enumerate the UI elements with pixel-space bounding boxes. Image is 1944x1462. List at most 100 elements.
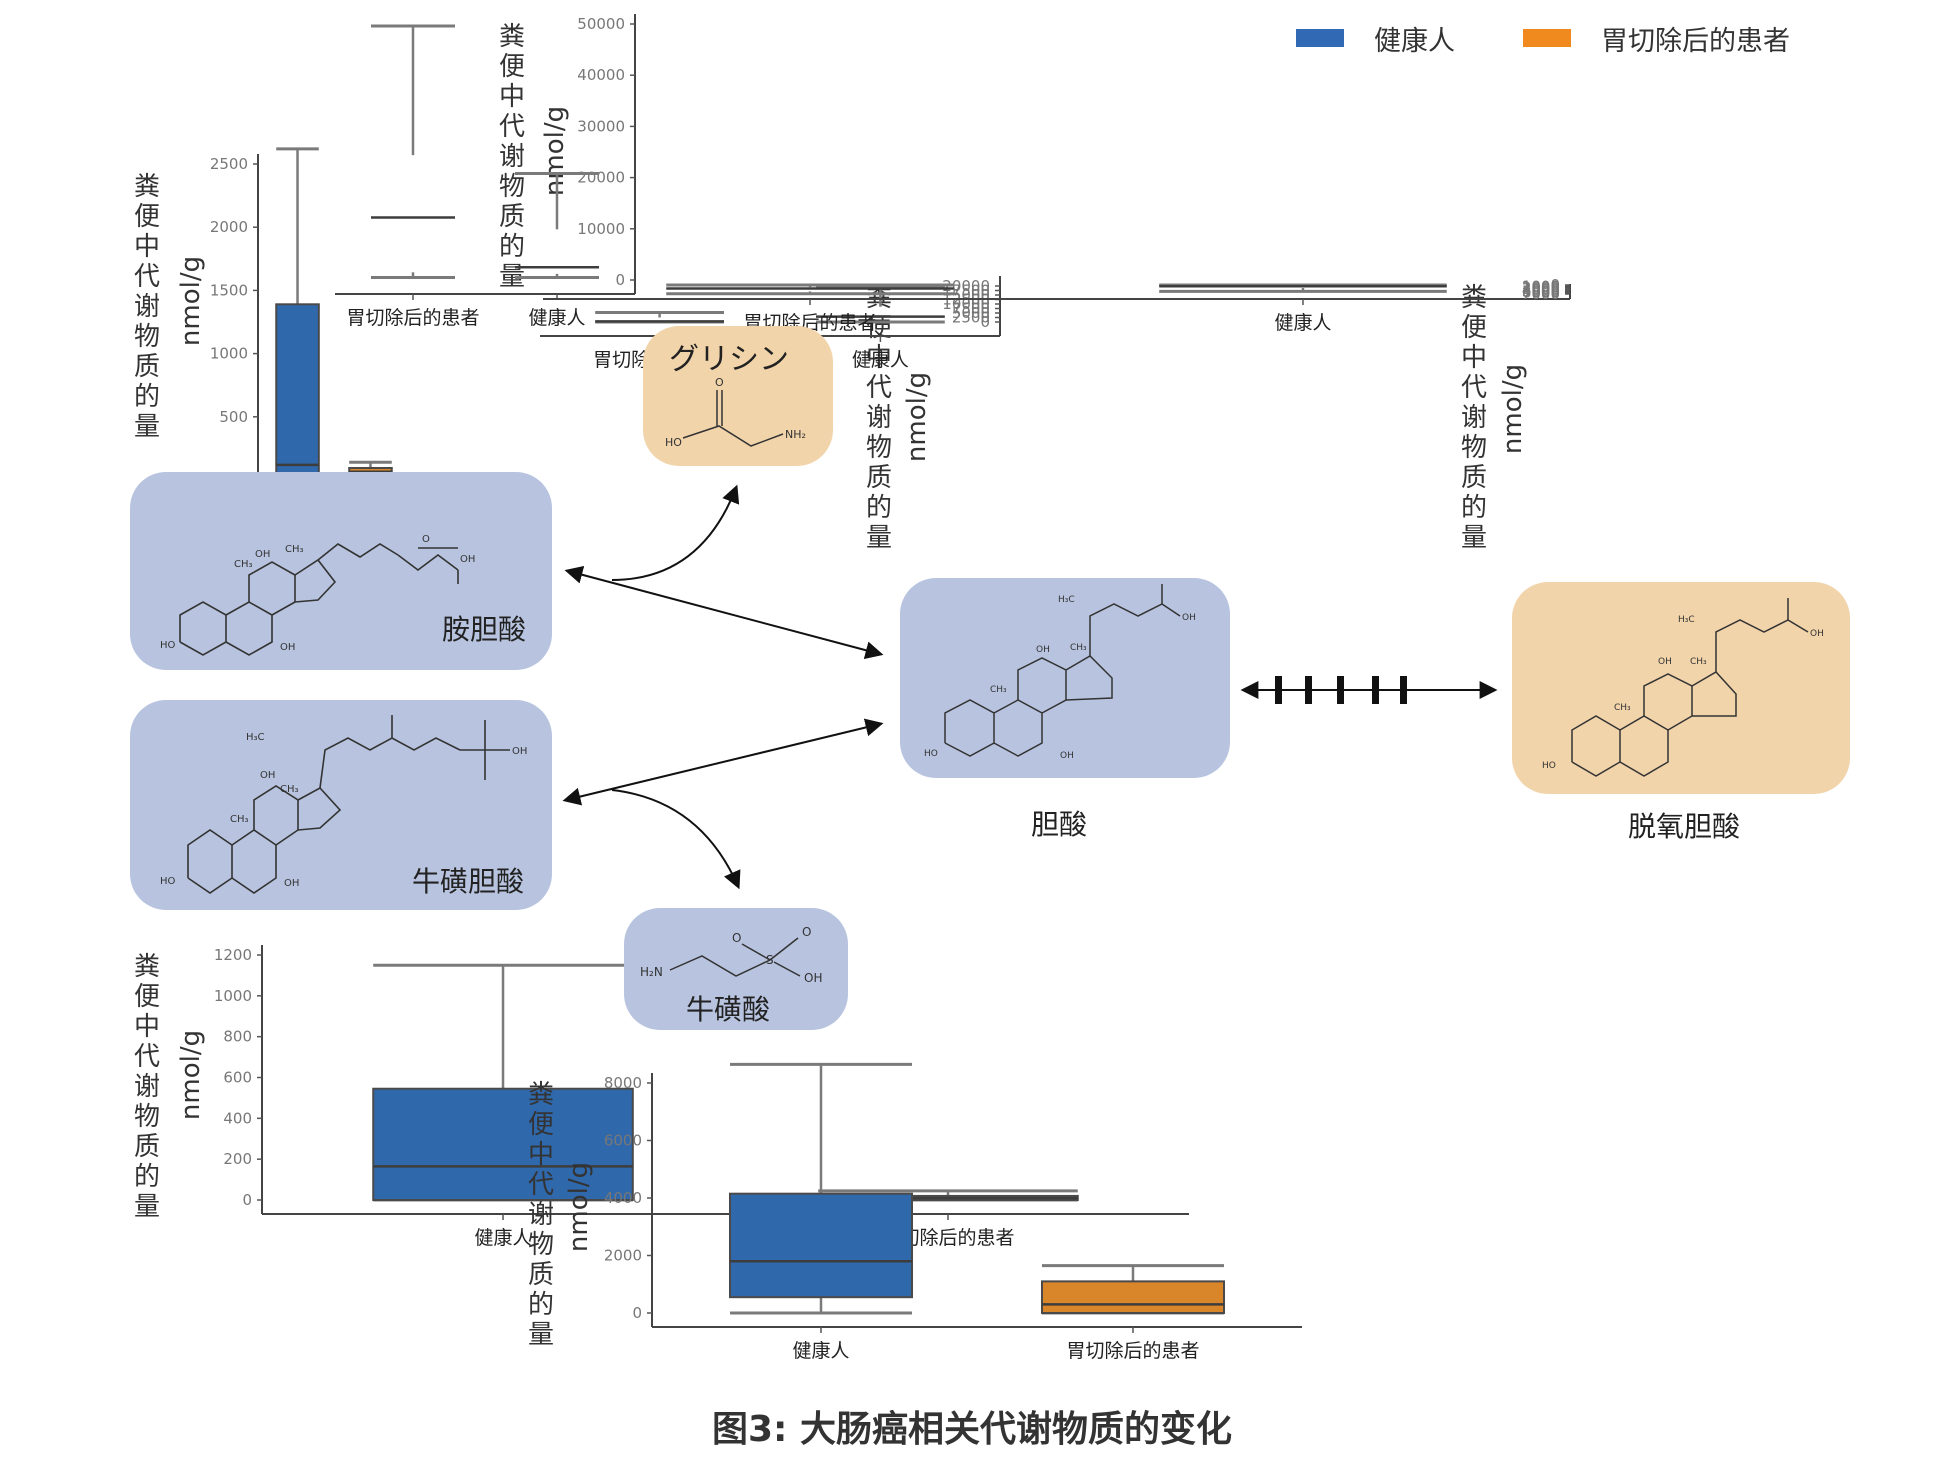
svg-text:CH₃: CH₃: [1070, 643, 1087, 653]
x-tick-label: 健康人: [1274, 312, 1331, 334]
y-title-deoxycholic: 粪便中代谢物质的量: [1460, 283, 1487, 553]
y-tick-label: 1000: [1522, 277, 1560, 295]
y-tick-label: 4000: [1522, 281, 1560, 299]
y-tick-label: 2000: [1522, 279, 1560, 297]
y-tick-label: 2000: [604, 1247, 642, 1265]
arrow-glycocholic-cholic: [564, 566, 884, 659]
x-tick-label: 健康人: [528, 307, 585, 329]
svg-text:O: O: [422, 534, 430, 545]
svg-text:OH: OH: [1658, 657, 1672, 667]
y-tick-label: 10000: [577, 220, 625, 238]
svg-text:H₃C: H₃C: [1058, 595, 1075, 605]
svg-text:OH: OH: [1810, 629, 1824, 639]
molecule-name-cholic: 胆酸: [1031, 808, 1088, 841]
legend-item-patient: 胃切除后的患者: [1523, 19, 1790, 58]
molecule-glycocholic-panel: HO OH OH O OH CH₃ CH₃ 胺胆酸: [130, 472, 552, 670]
svg-text:HO: HO: [665, 436, 682, 449]
y-title-glycocholic: 粪便中代谢物质的量: [133, 172, 160, 442]
svg-text:S: S: [766, 953, 774, 967]
arrow-to-taurine: [611, 789, 741, 890]
y-tick-label: 0: [615, 271, 625, 289]
y-tick-label: 1500: [210, 281, 248, 299]
svg-text:OH: OH: [260, 770, 275, 781]
y-tick-label: 5000: [952, 304, 990, 322]
y-tick-label: 0: [980, 313, 990, 331]
glycocholic-structure-icon: HO OH OH O OH CH₃ CH₃: [160, 534, 475, 656]
y-tick-label: 0: [1550, 276, 1560, 294]
y-tick-label: 2500: [210, 155, 248, 173]
y-tick-label: 200: [223, 1150, 252, 1168]
y-tick-label: 1200: [214, 946, 252, 964]
svg-text:OH: OH: [255, 549, 270, 560]
molecule-name-deoxycholic: 脱氧胆酸: [1628, 810, 1741, 843]
legend-label-patient: 胃切除后的患者: [1601, 25, 1790, 57]
svg-text:H₃C: H₃C: [1678, 615, 1695, 625]
y-tick-label: 17500: [942, 282, 990, 300]
figure-caption: 图3: 大肠癌相关代谢物质的变化: [712, 1409, 1232, 1450]
svg-text:HO: HO: [160, 876, 176, 887]
svg-text:CH₃: CH₃: [285, 544, 304, 555]
svg-text:OH: OH: [804, 971, 822, 985]
y-tick-label: 0: [632, 1304, 642, 1322]
y-tick-label: 1000: [214, 987, 252, 1005]
deoxycholic-structure-icon: HO OH OH CH₃ CH₃ H₃C: [1542, 598, 1824, 777]
x-tick-label: 胃切除后的患者: [1066, 1340, 1199, 1362]
x-tick-label: 健康人: [792, 1340, 849, 1362]
molecule-name-taurocholic: 牛磺胆酸: [412, 865, 525, 898]
svg-text:OH: OH: [284, 878, 299, 889]
y-tick-label: 2000: [210, 218, 248, 236]
svg-text:O: O: [732, 931, 741, 945]
svg-text:CH₃: CH₃: [230, 814, 249, 825]
svg-text:HO: HO: [1542, 761, 1556, 771]
y-tick-label: 1000: [210, 345, 248, 363]
y-tick-label: 50000: [577, 15, 625, 33]
box-healthy: [729, 1192, 913, 1299]
svg-text:NH₂: NH₂: [785, 428, 806, 441]
svg-text:CH₃: CH₃: [1690, 657, 1707, 667]
y-tick-label: 500: [219, 408, 248, 426]
x-tick-label: 胃切除后的患者: [881, 1227, 1014, 1249]
legend-label-healthy: 健康人: [1374, 25, 1455, 57]
svg-text:OH: OH: [1182, 613, 1196, 623]
svg-text:OH: OH: [512, 746, 527, 757]
box-healthy: [372, 1087, 634, 1201]
svg-text:HO: HO: [924, 749, 938, 759]
molecule-name-glycocholic: 胺胆酸: [442, 613, 527, 646]
y-title-taurine: 粪便中代谢物质的量: [527, 1080, 554, 1350]
y-tick-label: 400: [223, 1109, 252, 1127]
svg-text:OH: OH: [460, 554, 475, 565]
y-tick-label: 20000: [942, 277, 990, 295]
svg-text:H₃C: H₃C: [246, 732, 265, 743]
molecule-taurocholic-panel: HO OH OH OH CH₃ CH₃ H₃C 牛磺胆酸: [130, 700, 552, 910]
svg-text:CH₃: CH₃: [234, 559, 253, 570]
y-tick-label: 4000: [604, 1189, 642, 1207]
y-tick-label: 800: [223, 1028, 252, 1046]
svg-text:OH: OH: [1060, 751, 1074, 761]
glycine-structure-icon: HO O NH₂: [665, 376, 806, 449]
box-healthy: [275, 303, 320, 481]
arrow-to-glycine: [611, 484, 740, 581]
svg-text:CH₃: CH₃: [1614, 703, 1631, 713]
y-tick-label: 600: [223, 1069, 252, 1087]
svg-text:CH₃: CH₃: [280, 784, 299, 795]
svg-text:O: O: [802, 925, 811, 939]
svg-text:HO: HO: [160, 640, 176, 651]
svg-text:OH: OH: [1036, 645, 1050, 655]
x-tick-label: 健康人: [475, 1227, 532, 1249]
y-tick-label: 6000: [1522, 284, 1560, 302]
blocked-marks: [1275, 676, 1407, 704]
x-tick-label: 胃切除后的患者: [346, 307, 479, 329]
y-tick-label: 2500: [952, 309, 990, 327]
y-tick-label: 3000: [1522, 280, 1560, 298]
svg-text:O: O: [715, 376, 724, 389]
legend: 健康人 胃切除后的患者: [1296, 18, 1858, 58]
svg-text:OH: OH: [280, 642, 295, 653]
box-patient: [1041, 1280, 1225, 1314]
